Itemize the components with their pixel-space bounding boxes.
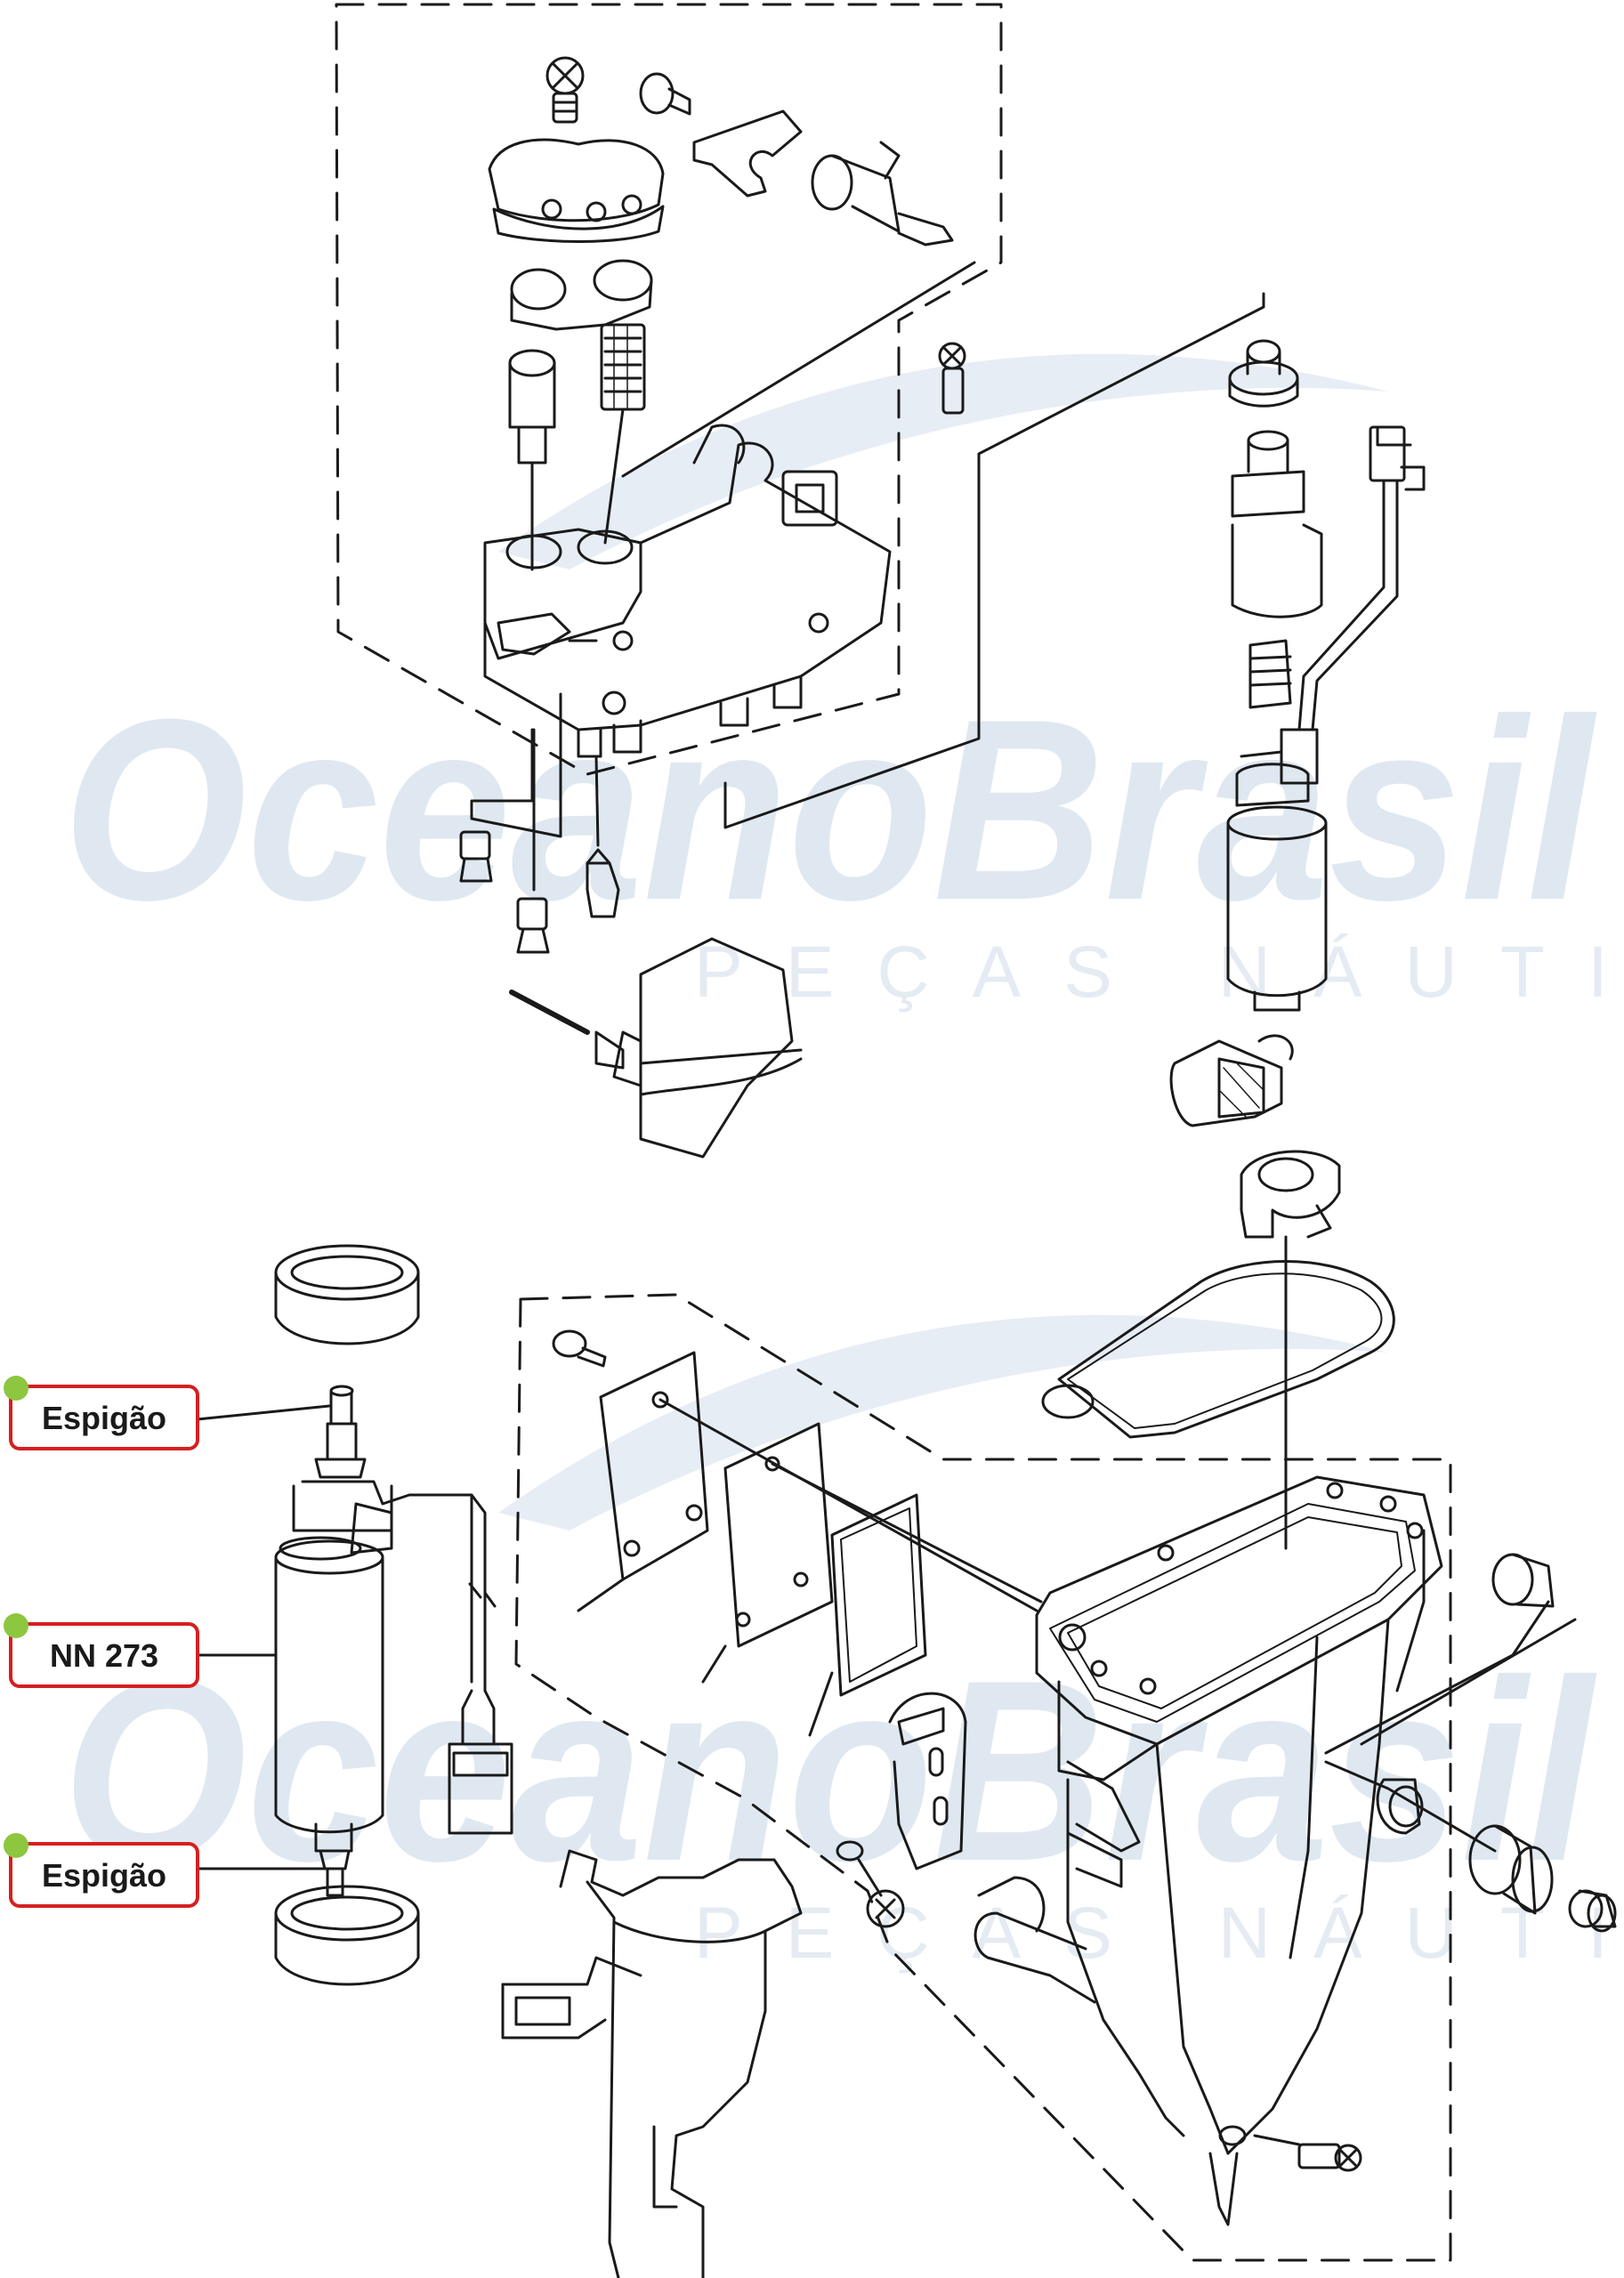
bottom-dashed-outline xyxy=(514,1293,1452,2262)
pump-holder xyxy=(1240,1150,1341,1239)
bracket-clip xyxy=(888,1692,967,1870)
sponge-filter xyxy=(1248,639,1292,709)
leader-filter xyxy=(603,408,625,545)
clip-connector xyxy=(510,259,653,331)
watermark-tagline-top: PEÇAS NÁUTICAS xyxy=(694,932,1624,1013)
leader-tank-right xyxy=(1360,1618,1577,1746)
watermark-brand-bottom: OceanoBrasil xyxy=(62,1627,1597,1915)
pressure-regulator xyxy=(1231,430,1323,618)
callout-nn273-text: NN 273 xyxy=(50,1637,158,1674)
grommet-right xyxy=(1491,1553,1555,1608)
leader-plates xyxy=(658,1398,1038,1612)
vapor-separator-tank xyxy=(974,1475,1443,2226)
leader-valve xyxy=(594,755,600,847)
screw-mid-top xyxy=(938,342,966,415)
watermark-brand-top: OceanoBrasil xyxy=(62,666,1597,954)
watermark-top: OceanoBrasil PEÇAS NÁUTICAS xyxy=(62,353,1624,1013)
screw-top-left xyxy=(545,56,585,124)
mounting-bracket-bottom xyxy=(501,1849,803,2278)
screw-lower-left xyxy=(459,830,493,883)
callout-espigao-bottom-text: Espigão xyxy=(42,1857,166,1894)
leader-plates2 xyxy=(771,1462,1043,1603)
leader-tank-right2 xyxy=(1324,1600,1550,1755)
watermark-bottom: OceanoBrasil PEÇAS NÁUTICAS xyxy=(62,1314,1624,1974)
filter-housing-upper xyxy=(483,424,892,758)
screw-top-mid xyxy=(639,72,691,116)
drain-screw xyxy=(1253,2134,1362,2172)
fuel-pump-nn273 xyxy=(274,1385,513,1897)
bushing-right xyxy=(1376,1778,1424,1835)
screw-lower-mid xyxy=(516,897,550,954)
vapor-separator-cover xyxy=(509,937,803,1159)
cover-plate xyxy=(488,138,665,243)
pump-strainer xyxy=(1169,1034,1294,1127)
rubber-mount-right xyxy=(1468,1824,1554,1915)
leader-screw-lower xyxy=(470,692,562,838)
gasket-large xyxy=(1057,1260,1395,1439)
ring-seal-top xyxy=(274,1244,420,1345)
screw-bottom-mid xyxy=(836,1840,905,1928)
grommet-top-right xyxy=(1228,339,1299,408)
bracket-top xyxy=(692,109,803,198)
callout-espigao-top-text: Espigão xyxy=(42,1400,166,1436)
callout-espigao-top: Espigão xyxy=(4,1376,199,1450)
leader-fitting xyxy=(621,261,976,478)
plate-1 xyxy=(577,1351,709,1612)
leader-grommet xyxy=(723,292,1265,829)
tube-small xyxy=(508,349,556,464)
fitting-top-right xyxy=(811,141,954,246)
callout-nn273: NN 273 xyxy=(4,1613,199,1688)
watermark-tagline-bottom: PEÇAS NÁUTICAS xyxy=(694,1893,1624,1974)
collar-right xyxy=(1568,1889,1617,1933)
o-ring-small xyxy=(1041,1384,1095,1419)
filter-screen xyxy=(600,323,646,411)
ring-seal-bottom xyxy=(274,1885,420,1986)
fuel-pump-top xyxy=(1226,728,1328,1012)
callout-espigao-bottom: Espigão xyxy=(4,1833,199,1908)
leader-tank-right3 xyxy=(1324,1760,1497,1853)
wire-harness-top xyxy=(1297,425,1426,731)
plate-2 xyxy=(701,1422,834,1684)
top-dashed-outline xyxy=(335,3,1003,776)
valve-lower xyxy=(586,848,620,918)
callout-leader-espigao-top xyxy=(196,1404,331,1421)
gasket-small xyxy=(808,1493,927,1737)
screw-bottom-box xyxy=(552,1329,607,1368)
